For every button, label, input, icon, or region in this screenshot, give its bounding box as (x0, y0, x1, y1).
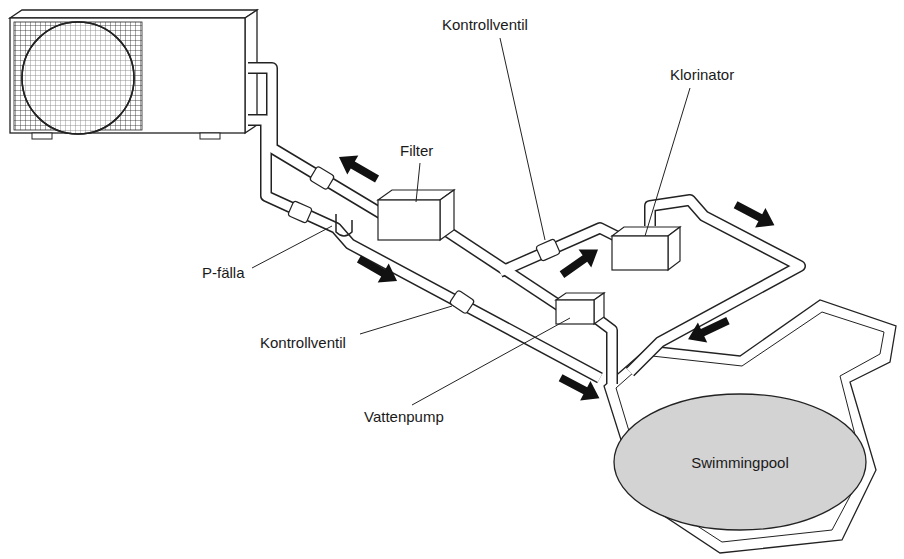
parts (288, 166, 680, 324)
callout-label: Vattenpump (362, 408, 446, 426)
flow-arrow (556, 240, 605, 283)
callout-label: P-fälla (200, 264, 247, 282)
leader-line (412, 318, 570, 405)
check-valve (536, 239, 561, 262)
pipes (248, 68, 800, 384)
leader-line (500, 38, 545, 240)
callout-label: Filter (398, 142, 435, 160)
pipe-outline (630, 200, 800, 372)
leader-line (645, 88, 690, 236)
check-valve (449, 290, 475, 314)
pool-label: Swimmingpool (691, 454, 789, 471)
pump-box (556, 293, 604, 324)
callout-label: Kontrollventil (440, 16, 530, 34)
flow-arrow (683, 311, 732, 350)
flow-arrow (555, 368, 604, 408)
heat-pump (10, 10, 257, 139)
pipe-coupling (288, 201, 313, 224)
leader-lines (252, 38, 690, 405)
pipe-fill (248, 120, 600, 378)
leader-line (416, 163, 420, 202)
flow-arrow (353, 249, 402, 290)
flow-arrow (730, 195, 779, 235)
flow-arrows (333, 147, 779, 408)
flow-arrow (333, 147, 382, 188)
pipe-fill (630, 200, 800, 372)
leader-line (252, 226, 332, 268)
callout-label: Klorinator (668, 66, 736, 84)
pool-deck (604, 300, 896, 553)
p-trap (336, 214, 352, 236)
pipe-fill (500, 228, 620, 272)
pipe-outline (248, 120, 600, 378)
leader-line (360, 306, 452, 334)
callout-label: Kontrollventil (258, 334, 348, 352)
pipe-coupling (309, 166, 334, 190)
pipe-outline (500, 228, 620, 272)
pool-node: Swimmingpool (612, 392, 868, 532)
